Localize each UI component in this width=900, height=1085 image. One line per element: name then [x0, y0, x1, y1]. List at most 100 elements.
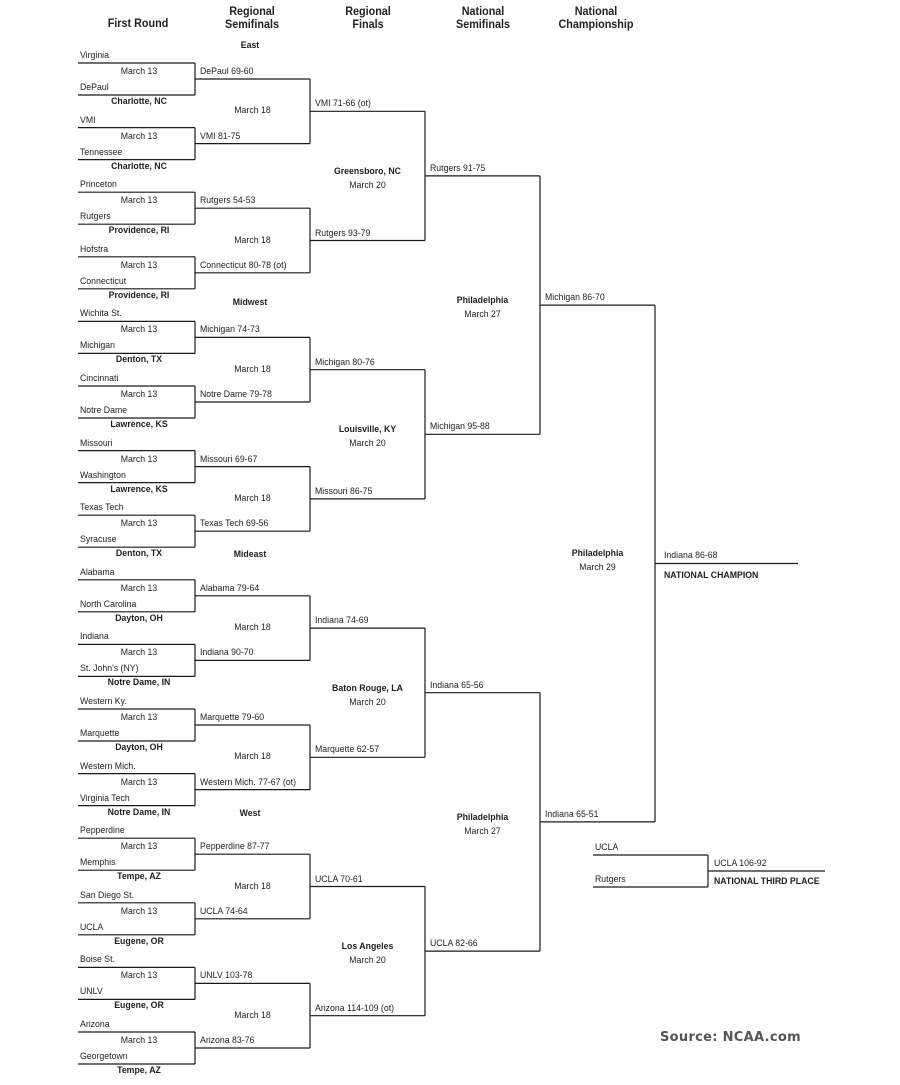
- game-result: Pepperdine 87-77: [200, 841, 270, 853]
- national-champion-label: NATIONAL CHAMPION: [664, 569, 759, 581]
- third-place-result: UCLA 106-92: [714, 858, 767, 869]
- game-date: March 13: [120, 518, 158, 530]
- game-result: Marquette 79-60: [200, 712, 265, 723]
- game-result: Marquette 62-57: [315, 744, 380, 756]
- game-site: Louisville, KY: [338, 424, 397, 436]
- game-date: March 13: [120, 453, 158, 465]
- team-name: Western Ky.: [80, 696, 127, 707]
- team-name: UCLA: [80, 921, 104, 933]
- team-name: St. John's (NY): [80, 663, 139, 675]
- team-name: Wichita St.: [80, 308, 122, 320]
- header-first-round: First Round: [107, 16, 169, 30]
- game-date: March 18: [234, 751, 271, 763]
- game-site: Eugene, OR: [114, 1000, 164, 1012]
- game-date: March 13: [120, 195, 158, 207]
- game-result: Michigan 74-73: [200, 324, 260, 336]
- game-date: March 18: [234, 880, 271, 892]
- game-result: Indiana 65-56: [430, 679, 484, 691]
- game-result: Michigan 80-76: [315, 356, 375, 368]
- game-site: Notre Dame, IN: [107, 806, 171, 818]
- team-name: Arizona: [80, 1019, 110, 1030]
- team-name: Missouri: [80, 437, 113, 449]
- game-site: Dayton, OH: [115, 742, 163, 753]
- game-site: Denton, TX: [115, 354, 163, 366]
- game-result: Indiana 90-70: [200, 647, 254, 659]
- team-name: San Diego St.: [80, 889, 134, 901]
- game-result: UCLA 74-64: [200, 905, 248, 917]
- game-result: UCLA 82-66: [430, 938, 478, 950]
- team-name: Memphis: [80, 857, 116, 869]
- game-result: Missouri 86-75: [315, 485, 373, 497]
- team-name: Western Mich.: [80, 760, 136, 772]
- team-name: Boise St.: [80, 954, 115, 966]
- game-result: Missouri 69-67: [200, 453, 258, 465]
- team-name: Pepperdine: [80, 825, 125, 837]
- game-result: Indiana 65-51: [545, 808, 599, 820]
- game-result: Rutgers 91-75: [430, 162, 486, 174]
- team-name: DePaul: [80, 82, 109, 93]
- game-site: Denton, TX: [115, 548, 163, 560]
- game-result: Michigan 95-88: [430, 421, 490, 433]
- game-date: March 27: [464, 309, 501, 321]
- team-name: Rutgers: [80, 211, 111, 223]
- game-date: March 13: [120, 905, 158, 917]
- game-date: March 13: [120, 324, 158, 336]
- game-result: Rutgers 54-53: [200, 195, 256, 207]
- game-site: Tempe, AZ: [117, 1065, 161, 1076]
- region-label-mideast: Mideast: [233, 549, 267, 560]
- game-site: Philadelphia: [456, 811, 509, 823]
- region-label-east: East: [240, 40, 260, 51]
- game-result: Western Mich. 77-67 (ot): [200, 776, 297, 788]
- game-site: Charlotte, NC: [111, 96, 167, 107]
- game-site: Greensboro, NC: [333, 165, 402, 177]
- region-label-midwest: Midwest: [232, 297, 268, 308]
- game-site: Dayton, OH: [115, 612, 163, 624]
- game-result: Texas Tech 69-56: [200, 518, 269, 530]
- game-site: Los Angeles: [341, 941, 394, 953]
- team-name: Marquette: [80, 728, 120, 739]
- championship-site: Philadelphia: [571, 547, 624, 559]
- game-date: March 13: [120, 389, 158, 400]
- game-result: Indiana 74-69: [315, 615, 369, 627]
- game-result: Notre Dame 79-78: [200, 389, 272, 400]
- game-date: March 18: [234, 105, 271, 117]
- team-name: Syracuse: [80, 534, 117, 546]
- game-result: Rutgers 93-79: [315, 227, 371, 239]
- game-site: Providence, RI: [108, 225, 170, 237]
- team-name: Alabama: [80, 566, 115, 578]
- game-date: March 13: [120, 970, 158, 982]
- third-place-team: UCLA: [595, 842, 619, 853]
- game-date: March 13: [120, 776, 158, 788]
- game-date: March 13: [120, 582, 158, 594]
- game-site: Baton Rouge, LA: [332, 682, 403, 694]
- game-date: March 13: [120, 66, 158, 77]
- game-date: March 13: [120, 712, 158, 723]
- champion-result: Indiana 86-68: [664, 549, 718, 561]
- game-result: VMI 71-66 (ot): [315, 98, 371, 110]
- game-date: March 13: [120, 1035, 158, 1046]
- team-name: UNLV: [80, 986, 103, 998]
- game-result: Alabama 79-64: [200, 582, 260, 594]
- game-result: Michigan 86-70: [545, 292, 605, 304]
- team-name: Connecticut: [80, 275, 127, 287]
- game-date: March 27: [464, 825, 501, 837]
- game-site: Notre Dame, IN: [107, 677, 171, 689]
- game-date: March 18: [234, 622, 271, 634]
- third-place-team: Rutgers: [595, 874, 626, 885]
- team-name: Notre Dame: [80, 405, 128, 416]
- game-site: Eugene, OR: [114, 935, 164, 947]
- team-name: Hofstra: [80, 243, 109, 255]
- game-site: Charlotte, NC: [111, 160, 167, 172]
- game-date: March 13: [120, 841, 158, 853]
- national-third-place-label: NATIONAL THIRD PLACE: [714, 876, 820, 887]
- game-date: March 20: [349, 696, 386, 708]
- team-name: Tennessee: [80, 146, 123, 158]
- game-result: Connecticut 80-78 (ot): [200, 259, 287, 271]
- team-name: Michigan: [80, 340, 115, 352]
- team-name: Princeton: [80, 179, 117, 191]
